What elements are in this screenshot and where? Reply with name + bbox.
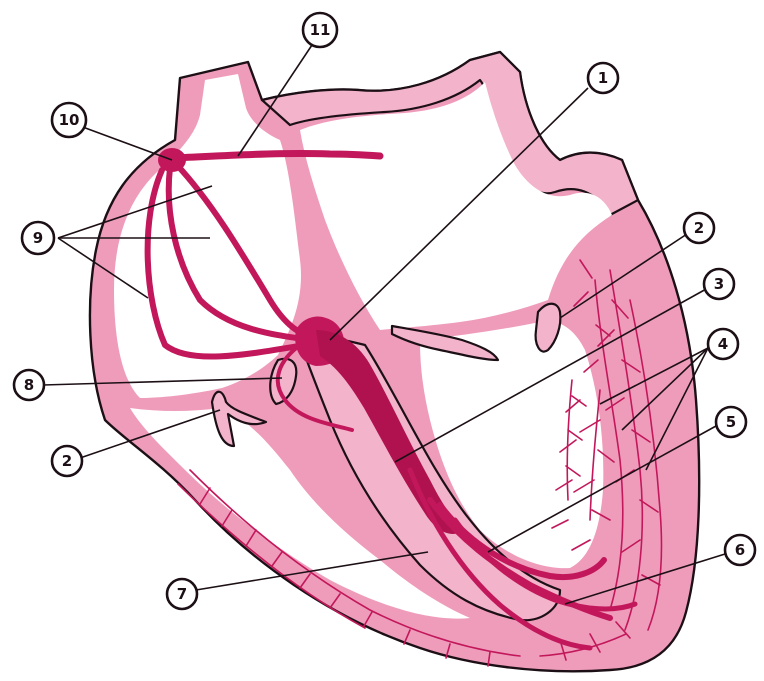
bachmann-bundle <box>172 153 380 158</box>
callout-3: 3 <box>704 269 734 299</box>
callout-label: 8 <box>24 376 34 394</box>
callout-label: 2 <box>62 452 72 470</box>
callout-label: 4 <box>718 335 728 353</box>
callout-7: 7 <box>167 579 197 609</box>
callout-1: 1 <box>588 63 618 93</box>
callout-label: 6 <box>735 541 745 559</box>
callout-6: 6 <box>725 535 755 565</box>
callout-label: 11 <box>310 21 331 39</box>
leader-10 <box>80 126 172 160</box>
callout-label: 10 <box>59 111 80 129</box>
callout-2-right: 2 <box>684 213 714 243</box>
callout-10: 10 <box>52 103 86 137</box>
callout-label: 5 <box>726 413 736 431</box>
callout-11: 11 <box>303 13 337 47</box>
callout-label: 3 <box>714 275 724 293</box>
callout-9: 9 <box>22 222 54 254</box>
callout-label: 1 <box>598 69 608 87</box>
callout-4: 4 <box>708 329 738 359</box>
callout-label: 7 <box>177 585 187 603</box>
callout-2-left: 2 <box>52 446 82 476</box>
callout-8: 8 <box>14 370 44 400</box>
callout-5: 5 <box>716 407 746 437</box>
callout-label: 9 <box>33 229 43 247</box>
callout-label: 2 <box>694 219 704 237</box>
